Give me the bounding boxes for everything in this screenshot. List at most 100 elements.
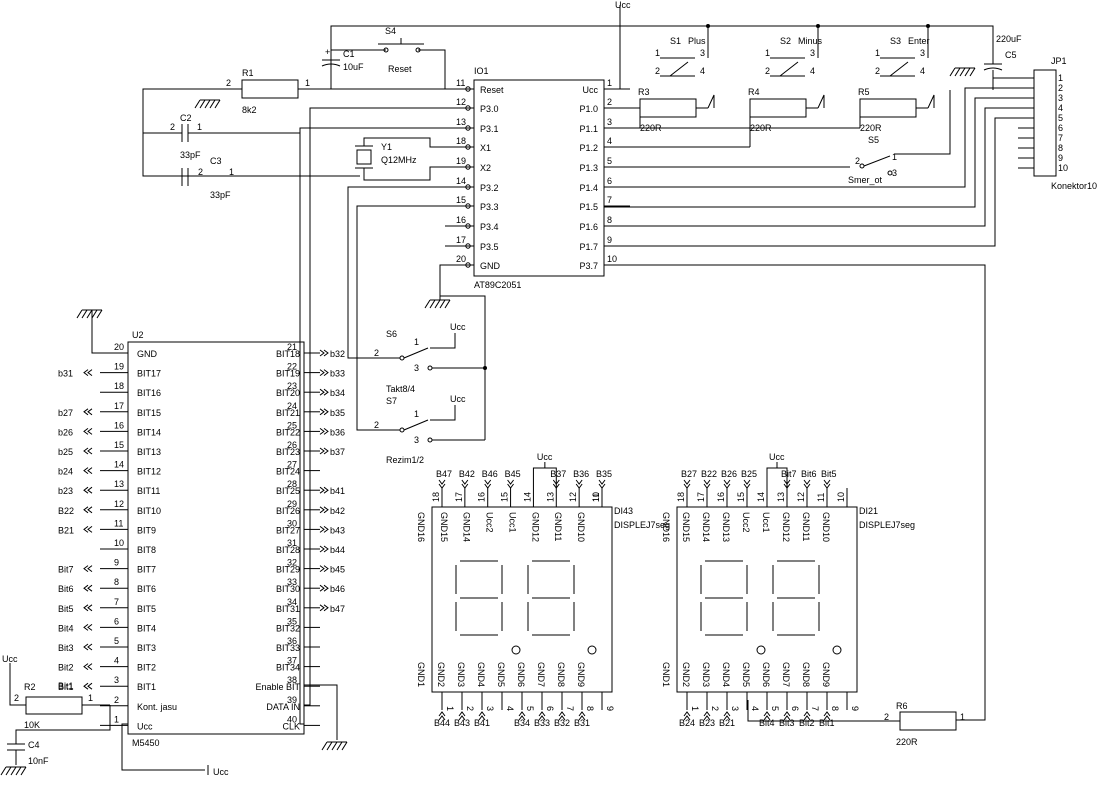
wire	[927, 94, 935, 109]
switch-lever	[779, 61, 799, 77]
net-arrow	[723, 715, 731, 721]
net-arrow	[323, 526, 329, 533]
net-label: b23	[58, 486, 73, 496]
switch-ref: S1	[670, 36, 681, 46]
mcu-pin-number: 8	[607, 215, 612, 225]
capacitor-value: 33pF	[210, 190, 231, 200]
net-arrow	[319, 526, 325, 533]
pin-marker	[465, 243, 471, 249]
net-label: Bit5	[821, 469, 837, 479]
resistor-value: 10K	[24, 720, 40, 730]
display-pin-name: GND12	[530, 512, 540, 542]
pin-number: 2	[765, 66, 770, 76]
display-pin-name: GND11	[801, 512, 811, 541]
net-arrow	[484, 483, 492, 489]
net-label: b25	[58, 447, 73, 457]
display-pin-name: GND10	[576, 512, 586, 542]
display-pin-name: Ucc2	[485, 512, 495, 533]
pin-number: 1	[88, 693, 93, 703]
display-pin-number: 13	[545, 492, 555, 502]
driver-pin-name: BIT17	[137, 369, 161, 379]
display-pin-name: Ucc1	[761, 512, 771, 533]
net-arrow	[87, 427, 93, 435]
driver-pin-number: 24	[287, 401, 297, 411]
net-arrow	[783, 715, 791, 721]
display-pin-name: GND4	[721, 662, 731, 687]
driver-pin-name: BIT4	[137, 623, 156, 633]
ground-symbol	[321, 741, 328, 751]
net-arrow	[518, 715, 526, 721]
net-label: B22	[701, 469, 717, 479]
wire	[330, 25, 965, 60]
ground-symbol	[214, 99, 221, 109]
ground-symbol	[949, 67, 956, 77]
net-arrow	[478, 715, 486, 721]
driver-pin-name: BIT33	[276, 643, 300, 653]
pin-marker	[465, 223, 471, 229]
net-arrow	[83, 624, 89, 631]
display-pin-number: 16	[716, 492, 726, 502]
net-label: B45	[505, 469, 521, 479]
display-pin-name: GND9	[576, 662, 586, 687]
display-pin-number: 3	[730, 706, 740, 711]
switch-ref: S3	[890, 36, 901, 46]
switch-lever	[403, 347, 429, 359]
driver-pin-name: BIT6	[137, 584, 156, 594]
mcu-pin-number: 20	[456, 254, 466, 264]
pin-number: 3	[414, 435, 419, 445]
driver-pin-number: 2	[114, 695, 119, 705]
junction-dot	[926, 24, 930, 28]
net-label: Bit7	[781, 469, 797, 479]
ground-symbol	[341, 741, 348, 751]
wire	[430, 405, 456, 421]
net-arrow	[723, 479, 731, 485]
net-arrow	[683, 483, 691, 489]
display-pin-name: GND1	[661, 662, 671, 687]
pin-number: 2	[374, 348, 379, 358]
switch-lever	[669, 61, 689, 77]
ground-symbol	[20, 766, 27, 776]
net-arrow	[683, 711, 691, 717]
wire	[363, 166, 445, 181]
net-arrow	[438, 715, 446, 721]
driver-pin-number: 21	[287, 342, 297, 352]
net-arrow	[823, 715, 831, 721]
net-label: Bit1	[819, 718, 835, 728]
driver-pin-number: 36	[287, 636, 297, 646]
net-arrow	[783, 711, 791, 717]
net-arrow	[703, 479, 711, 485]
net-arrow	[323, 427, 329, 435]
net-label: Bit3	[58, 643, 74, 653]
driver-pin-number: 28	[287, 479, 297, 489]
crystal-value: Q12MHz	[381, 155, 417, 165]
display-pin-name: Ucc2	[741, 512, 751, 533]
display-dp	[756, 645, 766, 655]
wire	[817, 94, 825, 109]
net-label: B35	[596, 469, 612, 479]
display-part: DISPLEJ7seg	[859, 520, 915, 530]
net-arrow	[319, 369, 325, 377]
ground-symbol	[429, 299, 436, 309]
net-label: b33	[330, 369, 345, 379]
switch-lever	[863, 155, 891, 167]
display-pin-number: 9	[850, 706, 860, 711]
resistor-ref: R5	[858, 87, 870, 97]
junction-dot	[706, 24, 710, 28]
mcu-pin-number: 12	[456, 97, 466, 107]
display-pin-name: GND3	[701, 662, 711, 687]
driver-pin-number: 19	[114, 362, 124, 372]
ucc-label: Ucc	[450, 322, 466, 332]
net-arrow	[538, 715, 546, 721]
display-pin-number: 1	[690, 706, 700, 711]
ground-symbol	[86, 309, 93, 319]
net-label: b43	[330, 525, 345, 535]
driver-pin-number: 17	[114, 401, 124, 411]
net-arrow	[319, 545, 325, 553]
driver-pin-name: BIT10	[137, 506, 161, 516]
net-arrow	[803, 711, 811, 717]
net-label: B23	[699, 718, 715, 728]
net-arrow	[683, 479, 691, 485]
display-pin-name: GND8	[556, 662, 566, 687]
mcu-pin-number: 6	[607, 176, 612, 186]
net-arrow	[83, 369, 89, 377]
